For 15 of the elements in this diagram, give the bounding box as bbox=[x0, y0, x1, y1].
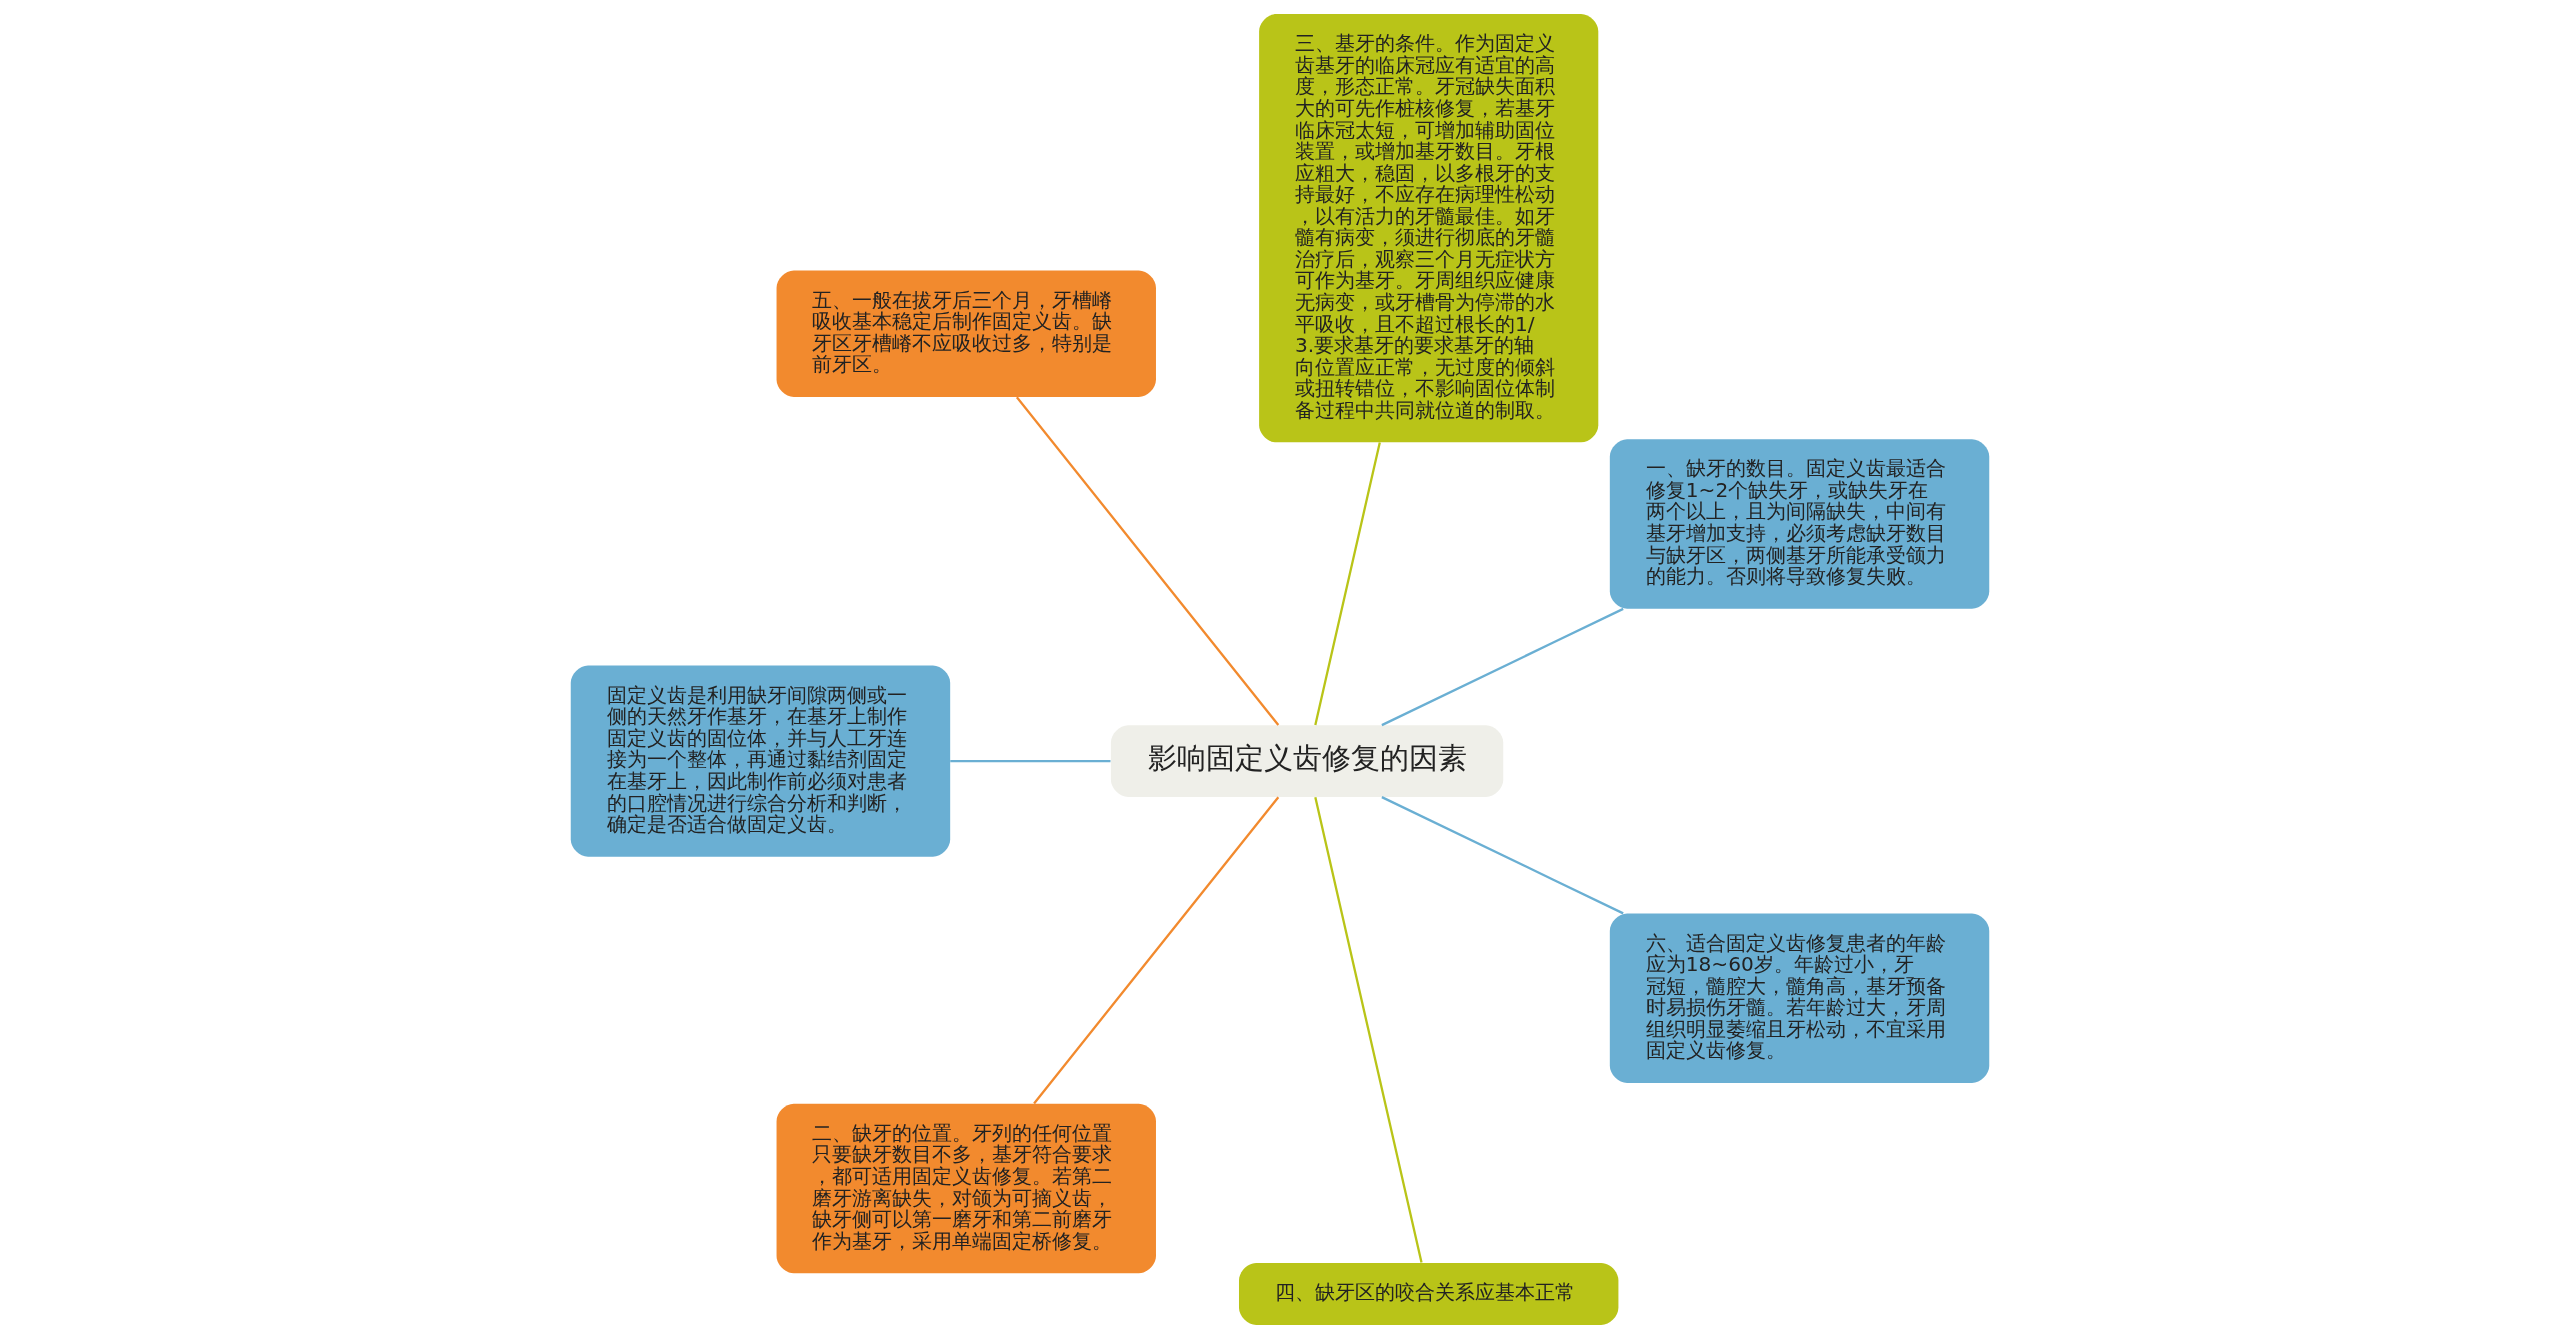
connector bbox=[950, 759, 1111, 763]
connector bbox=[1015, 396, 1280, 726]
node-box: 四、缺牙区的咬合关系应基本正常 bbox=[1239, 1263, 1619, 1325]
node-box: 三、基牙的条件。作为固定义齿基牙的临床冠应有适宜的高度，形态正常。牙冠缺失面积大的可先作桩核修复，若基牙临床冠太短，可增加辅助固位装置，或增加基牙数目。牙根应粗大，稳固，以多根牙的支持最好，不应存在病理性松动，以有活力的牙髓最佳。如牙髓有病变，须进行彻底的牙髓治疗后，观察三个月无症状方可作为基牙。牙周组织应健康无病变，或牙槽骨为停滞的水平吸收，且不超过根长的1/3.要求基牙的要求基牙的轴向位置应正常，无过度的倾斜或扭转错位，不影响固位体制备过程中共同就位道的制取。 bbox=[1259, 14, 1599, 443]
node-box: 影响固定义齿修复的因素 bbox=[1110, 725, 1504, 798]
connector bbox=[1381, 796, 1624, 915]
connector bbox=[1381, 607, 1624, 727]
node-box: 二、缺牙的位置。牙列的任何位置只要缺牙数目不多，基牙符合要求，都可适用固定义齿修复。若第二磨牙游离缺失，对颌为可摘义齿，缺牙侧可以第一磨牙和第二前磨牙作为基牙，采用单端固定桥修复。 bbox=[776, 1103, 1156, 1274]
node-box: 六、适合固定义齿修复患者的年龄应为18~60岁。年龄过小，牙冠短，髓腔大，髓角高，基牙预备时易损伤牙髓。若年龄过大，牙周组织明显萎缩且牙松动，不宜采用固定义齿修复。 bbox=[1609, 913, 1990, 1084]
connector bbox=[1314, 442, 1381, 726]
node-box: 固定义齿是利用缺牙间隙两侧或一侧的天然牙作基牙，在基牙上制作固定义齿的固位体，并与人工牙连接为一个整体，再通过黏结剂固定在基牙上，因此制作前必须对患者的口腔情况进行综合分析和判断，确定是否适合做固定义齿。 bbox=[570, 665, 951, 857]
connector bbox=[1314, 797, 1423, 1263]
connector bbox=[1033, 796, 1280, 1105]
node-box: 一、缺牙的数目。固定义齿最适合修复1~2个缺失牙，或缺失牙在两个以上，且为间隔缺失，中间有基牙增加支持，必须考虑缺牙数目与缺牙区，两侧基牙所能承受颌力的能力。否则将导致修复失败。 bbox=[1609, 439, 1990, 609]
node-box: 五、一般在拔牙后三个月，牙槽嵴吸收基本稳定后制作固定义齿。缺牙区牙槽嵴不应吸收过多，特别是前牙区。 bbox=[776, 270, 1156, 397]
